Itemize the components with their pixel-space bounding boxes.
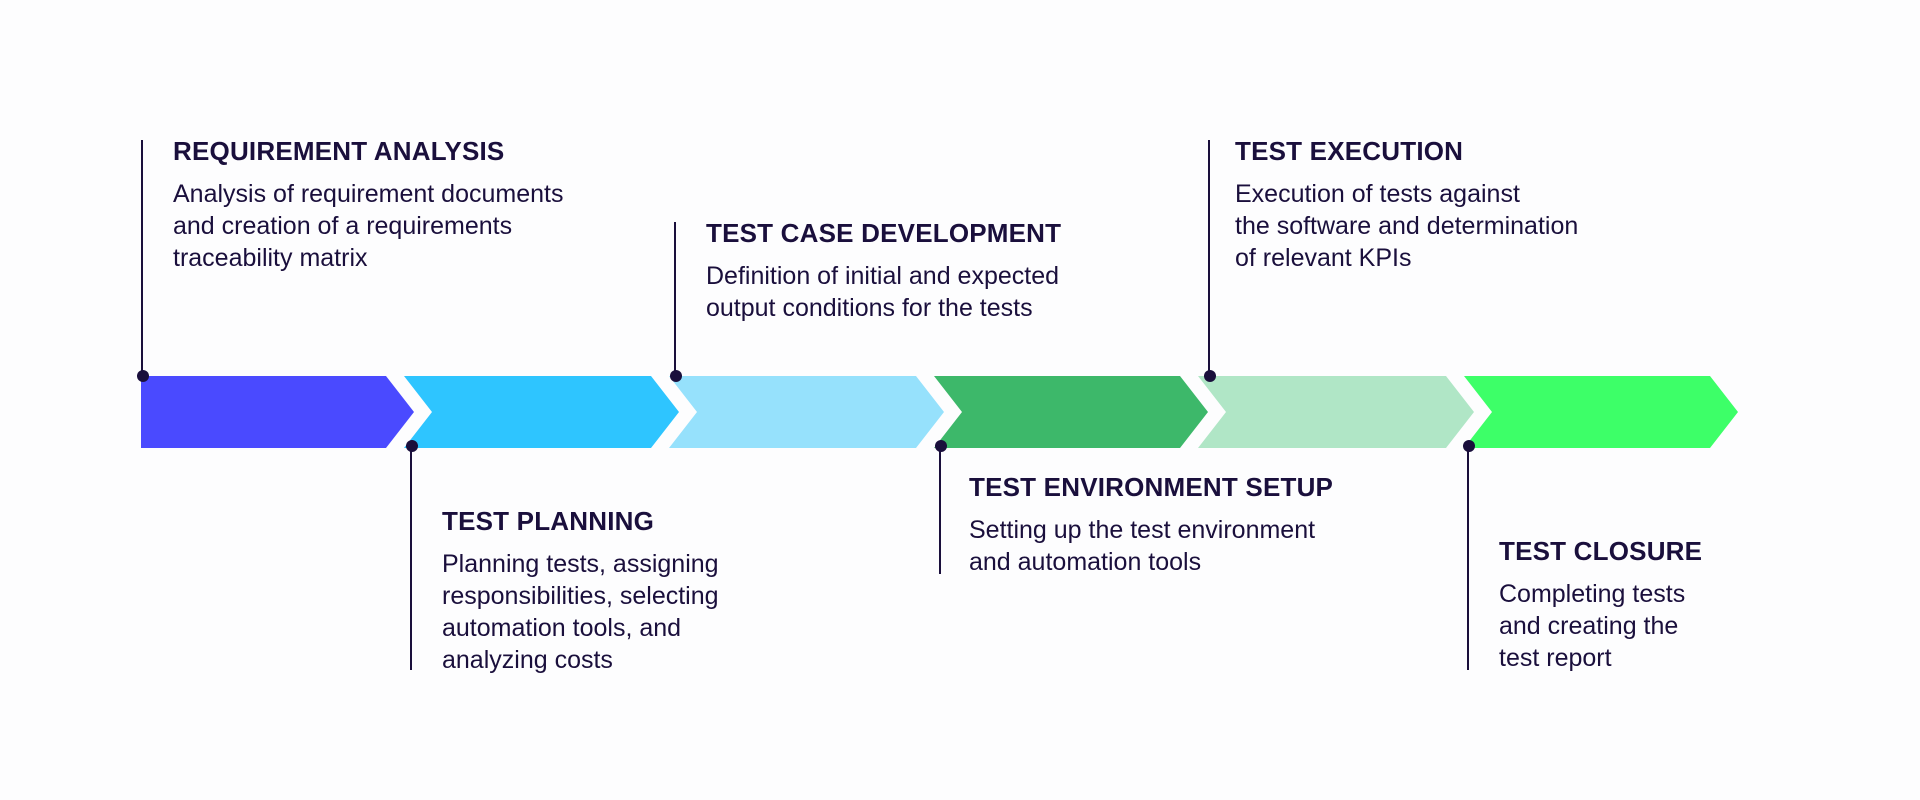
connector-dot bbox=[935, 440, 947, 452]
stage-description: Execution of tests against the software … bbox=[1235, 180, 1579, 272]
chevron-test-environment-setup bbox=[934, 376, 1208, 448]
chevron-test-closure bbox=[1464, 376, 1738, 448]
stage-description: Planning tests, assigning responsibiliti… bbox=[442, 550, 719, 674]
stage-title: TEST EXECUTION bbox=[1235, 136, 1464, 166]
connector-line bbox=[1208, 140, 1210, 376]
chevron-test-case-development bbox=[669, 376, 944, 448]
stage-label-test-planning: TEST PLANNING Planning tests, assigning … bbox=[442, 506, 719, 676]
stage-label-test-case-development: TEST CASE DEVELOPMENT Definition of init… bbox=[706, 218, 1061, 324]
connector-line bbox=[141, 140, 143, 376]
stage-title: TEST ENVIRONMENT SETUP bbox=[969, 472, 1334, 502]
stage-description: Definition of initial and expected outpu… bbox=[706, 262, 1060, 322]
stage-title: TEST CASE DEVELOPMENT bbox=[706, 218, 1062, 248]
stage-description: Completing tests and creating the test r… bbox=[1499, 580, 1686, 672]
connector-dot bbox=[137, 370, 149, 382]
stage-description: Setting up the test environment and auto… bbox=[969, 516, 1316, 576]
chevron-test-planning bbox=[404, 376, 679, 448]
connector-dot bbox=[406, 440, 418, 452]
chevron-requirement-analysis bbox=[141, 376, 414, 448]
stage-title: TEST PLANNING bbox=[442, 506, 655, 536]
stage-title: TEST CLOSURE bbox=[1499, 536, 1703, 566]
connector-line bbox=[939, 446, 941, 574]
stage-label-test-closure: TEST CLOSURE Completing tests and creati… bbox=[1499, 536, 1702, 674]
connector-dot bbox=[670, 370, 682, 382]
connector-line bbox=[1467, 446, 1469, 670]
connector-line bbox=[410, 446, 412, 670]
stage-label-test-execution: TEST EXECUTION Execution of tests agains… bbox=[1235, 136, 1578, 274]
stage-label-test-environment-setup: TEST ENVIRONMENT SETUP Setting up the te… bbox=[969, 472, 1333, 578]
stage-label-requirement-analysis: REQUIREMENT ANALYSIS Analysis of require… bbox=[173, 136, 563, 274]
connector-line bbox=[674, 222, 676, 376]
chevron-test-execution bbox=[1198, 376, 1474, 448]
stage-title: REQUIREMENT ANALYSIS bbox=[173, 136, 505, 166]
connector-dot bbox=[1204, 370, 1216, 382]
stage-description: Analysis of requirement documents and cr… bbox=[173, 180, 564, 272]
connector-dot bbox=[1463, 440, 1475, 452]
